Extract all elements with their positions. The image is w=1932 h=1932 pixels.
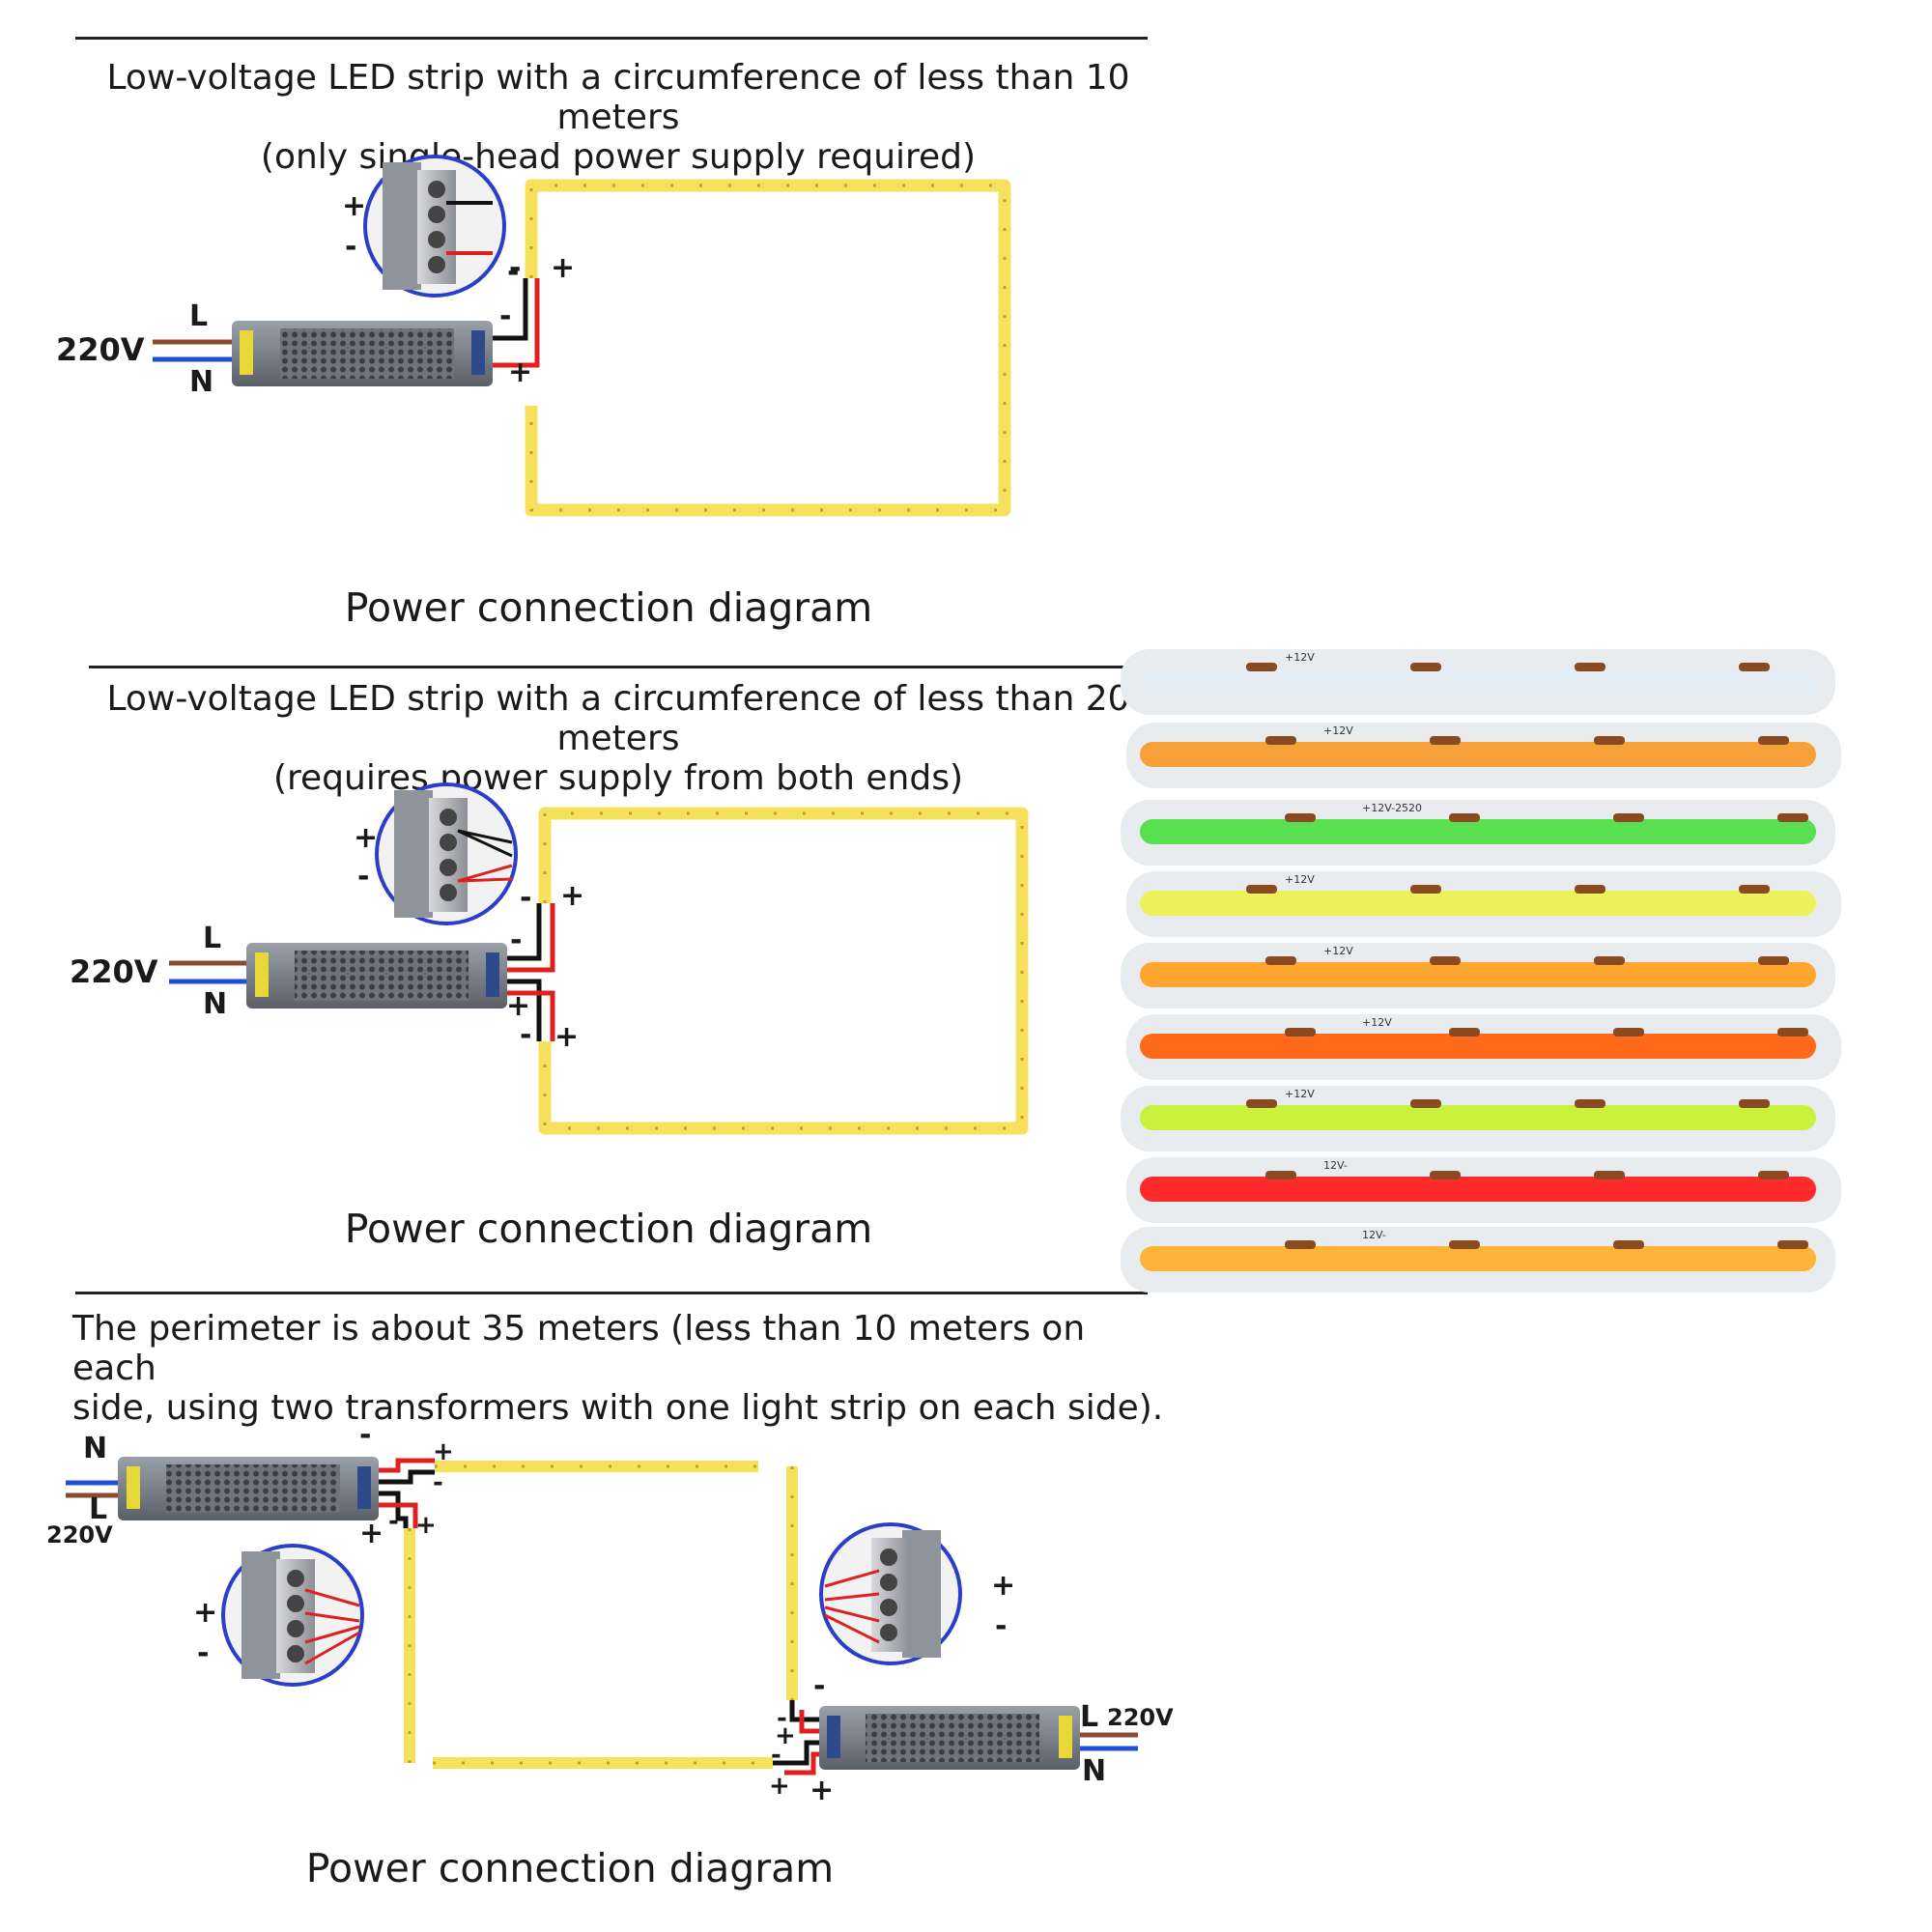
diagram3-caption: Power connection diagram	[305, 1845, 835, 1891]
strip-marking: 12V-	[1323, 1159, 1348, 1172]
strip-minus: -	[777, 1704, 787, 1733]
negative-wire	[493, 278, 528, 341]
led-strip-reel: +12V	[1121, 1086, 1835, 1151]
led-strip-reel: +12V	[1126, 723, 1841, 788]
strip-minus: -	[433, 1468, 443, 1497]
input-voltage-label: 220V	[56, 331, 145, 368]
led-strip-reel: +12V	[1126, 1014, 1841, 1080]
power-supply-icon	[246, 943, 507, 1009]
diagram2-heading-line2: (requires power supply from both ends)	[272, 758, 964, 798]
neutral-label: N	[189, 365, 214, 399]
diagram3-heading-line2: side, using two transformers with one li…	[72, 1388, 1164, 1428]
led-strip-reel: 12V-	[1126, 1157, 1841, 1223]
power-supply-icon	[232, 321, 493, 386]
strip-terminal-plus: +	[551, 251, 576, 285]
psu-plus: +	[506, 989, 531, 1023]
neutral-label: N	[83, 1432, 108, 1465]
led-strip-reel: 12V-	[1121, 1227, 1835, 1293]
psu-plus: +	[810, 1774, 835, 1807]
strip-plus: +	[433, 1437, 454, 1466]
led-strip-reel: +12V-2520	[1121, 800, 1835, 866]
strip-marking: +12V	[1285, 651, 1315, 664]
strip-plus-top: +	[560, 879, 585, 913]
led-strip-reels-photo: +12V +12V +12V-2520 +12V +12V +12V +12V 12V- 12V…	[1121, 649, 1841, 1293]
diagram1-heading-line1: Low-voltage LED strip with a circumferen…	[106, 58, 1130, 137]
strip-marking: +12V	[1285, 873, 1315, 886]
strip-minus-top: -	[520, 881, 532, 915]
diagram1-heading-line2: (only single-head power supply required)	[260, 137, 977, 177]
led-strip-icon	[525, 179, 1011, 517]
diagram3-heading-line1: The perimeter is about 35 meters (less t…	[72, 1309, 1086, 1388]
psu-minus: -	[359, 1418, 372, 1452]
input-voltage-label: 220V	[1107, 1704, 1174, 1731]
diagram2-heading-line1: Low-voltage LED strip with a circumferen…	[106, 679, 1130, 758]
led-strip-icon	[538, 807, 1029, 1135]
led-strip-icon	[404, 1461, 758, 1763]
neutral-label: N	[203, 987, 228, 1021]
polarity-plus: +	[342, 189, 367, 223]
polarity-plus: +	[991, 1569, 1016, 1603]
diagram2-caption: Power connection diagram	[344, 1206, 873, 1252]
strip-minus: -	[388, 1507, 399, 1536]
psu-minus: -	[510, 923, 523, 957]
polarity-minus: -	[345, 230, 357, 264]
polarity-minus: -	[197, 1636, 210, 1670]
strip-plus: +	[415, 1511, 437, 1540]
led-strip-reel: +12V	[1121, 943, 1835, 1009]
terminal-zoom-icon	[375, 782, 518, 925]
divider-top	[75, 37, 1148, 40]
psu-minus-d1: -	[499, 299, 512, 333]
polarity-plus: +	[508, 355, 533, 389]
terminal-zoom-icon	[819, 1522, 962, 1665]
divider-bottom	[75, 1292, 1148, 1294]
terminal-zoom-icon	[363, 155, 506, 298]
live-label: L	[89, 1492, 108, 1526]
polarity-minus: -	[509, 251, 522, 285]
input-voltage-label: 220V	[46, 1521, 113, 1548]
diagram1-heading: Low-voltage LED strip with a circumferen…	[68, 58, 1169, 177]
strip-minus: -	[771, 1741, 781, 1770]
live-label: L	[189, 299, 209, 333]
strip-marking: 12V-	[1362, 1229, 1386, 1241]
live-label: L	[1080, 1700, 1099, 1734]
psu-minus: -	[813, 1669, 826, 1703]
strip-marking: +12V-2520	[1362, 802, 1422, 814]
strip-plus-bottom: +	[554, 1020, 580, 1054]
diagram1-caption: Power connection diagram	[344, 584, 873, 631]
strip-marking: +12V	[1323, 945, 1353, 957]
terminal-zoom-icon	[221, 1544, 364, 1687]
power-supply-icon	[118, 1457, 379, 1520]
diagram3-heading: The perimeter is about 35 meters (less t…	[72, 1309, 1174, 1428]
strip-plus: +	[775, 1721, 796, 1750]
strip-minus-bottom: -	[520, 1018, 532, 1052]
strip-marking: +12V	[1362, 1016, 1392, 1029]
strip-plus: +	[769, 1772, 790, 1801]
polarity-plus: +	[193, 1596, 218, 1630]
strip-marking: +12V	[1323, 724, 1353, 737]
strip-marking: +12V	[1285, 1088, 1315, 1100]
diagram3-wiring	[66, 1457, 1138, 1776]
positive-wire	[493, 278, 540, 368]
power-supply-icon	[819, 1706, 1080, 1770]
diagram1-wiring	[153, 155, 1011, 517]
live-label: L	[203, 922, 222, 955]
input-voltage-label: 220V	[70, 953, 158, 990]
polarity-minus: -	[357, 860, 370, 894]
polarity-plus: +	[354, 821, 379, 855]
led-strip-icon	[433, 1466, 798, 1769]
led-strip-reel: +12V	[1126, 871, 1841, 937]
diagram2-heading: Low-voltage LED strip with a circumferen…	[68, 679, 1169, 798]
psu-plus: +	[359, 1517, 384, 1550]
strip-minus-d1: -	[507, 255, 520, 289]
diagram2-wiring	[169, 782, 1029, 1135]
polarity-minus: -	[995, 1609, 1008, 1643]
led-strip-reel: +12V	[1121, 649, 1835, 715]
divider-middle	[89, 666, 1161, 668]
neutral-label: N	[1082, 1754, 1107, 1788]
